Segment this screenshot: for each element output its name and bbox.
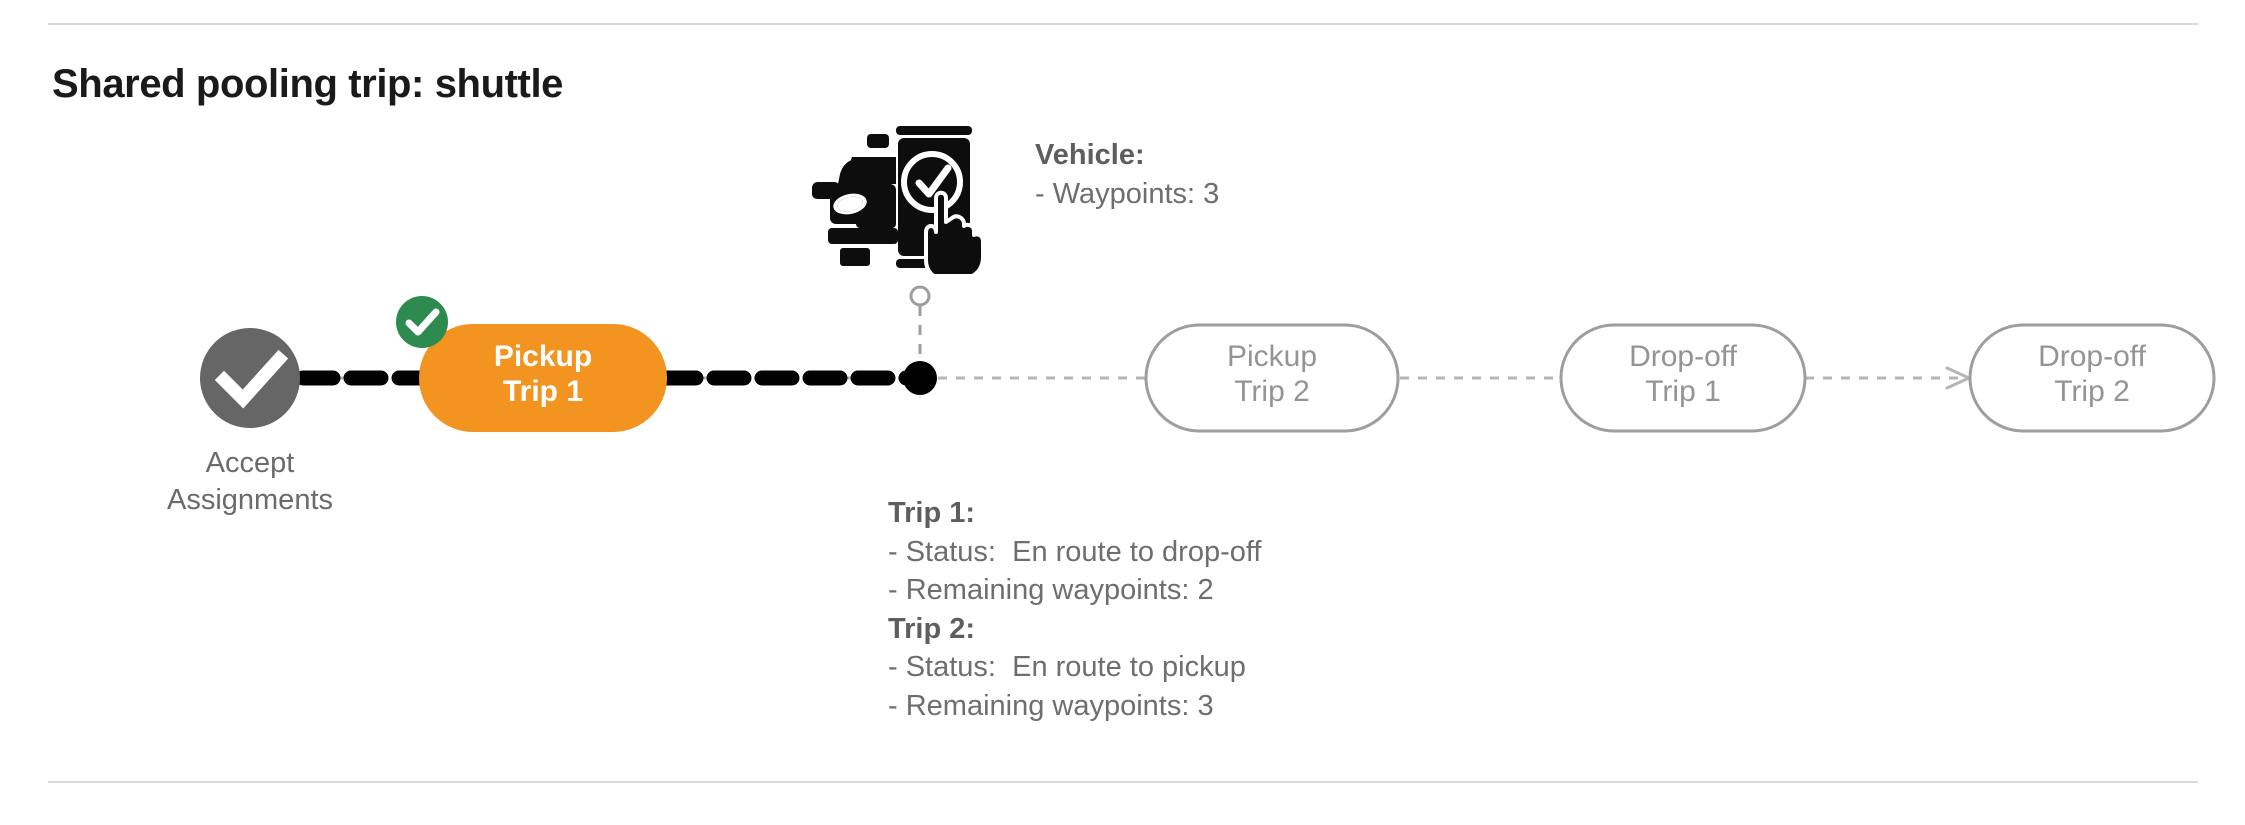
marker-hollow-circle-icon bbox=[909, 285, 931, 307]
trip-1-remaining-waypoints: - Remaining waypoints: 2 bbox=[888, 574, 1214, 607]
accept-assignments-caption-line1: Accept bbox=[205, 447, 295, 479]
pickup-trip-2-pill bbox=[1144, 323, 1400, 433]
top-divider bbox=[48, 23, 2198, 25]
trip-info-block: Trip 1: - Status: En route to drop-off -… bbox=[888, 494, 1261, 725]
vehicle-app-check-icon bbox=[812, 126, 984, 274]
trip-2-remaining-waypoints: - Remaining waypoints: 3 bbox=[888, 689, 1214, 722]
trip-2-heading: Trip 2: bbox=[888, 612, 976, 645]
dropoff-trip-2-pill bbox=[1968, 323, 2216, 433]
badge-check-glyph-icon bbox=[405, 308, 440, 336]
trip-2-status: - Status: En route to pickup bbox=[888, 651, 1246, 684]
trip-1-status: - Status: En route to drop-off bbox=[888, 535, 1262, 568]
vehicle-info-waypoints: - Waypoints: 3 bbox=[1035, 177, 1220, 210]
accept-assignments-caption-line2: Assignments bbox=[166, 484, 333, 517]
check-badge-icon bbox=[396, 296, 448, 348]
dropoff-trip-2-node[interactable] bbox=[1968, 323, 2216, 433]
dropoff-trip-1-node[interactable] bbox=[1559, 323, 1807, 433]
accept-assignments-node[interactable] bbox=[200, 328, 300, 428]
trip-1-heading: Trip 1: bbox=[888, 497, 976, 529]
vehicle-position-marker[interactable] bbox=[903, 285, 937, 395]
vehicle-info-block: Vehicle: - Waypoints: 3 bbox=[1035, 136, 1219, 213]
check-icon bbox=[214, 349, 289, 409]
accept-assignments-circle bbox=[200, 328, 300, 428]
pickup-trip-1-node[interactable] bbox=[419, 324, 667, 432]
page-title: Shared pooling trip: shuttle bbox=[52, 62, 564, 106]
pickup-trip-1-pill bbox=[419, 324, 667, 432]
bottom-divider bbox=[48, 781, 2198, 783]
pickup-trip-1-badge bbox=[396, 296, 448, 348]
pickup-trip-2-node[interactable] bbox=[1144, 323, 1400, 433]
vehicle-info-heading: Vehicle: bbox=[1035, 139, 1145, 171]
marker-dot-icon bbox=[903, 361, 937, 395]
dropoff-trip-1-pill bbox=[1559, 323, 1807, 433]
